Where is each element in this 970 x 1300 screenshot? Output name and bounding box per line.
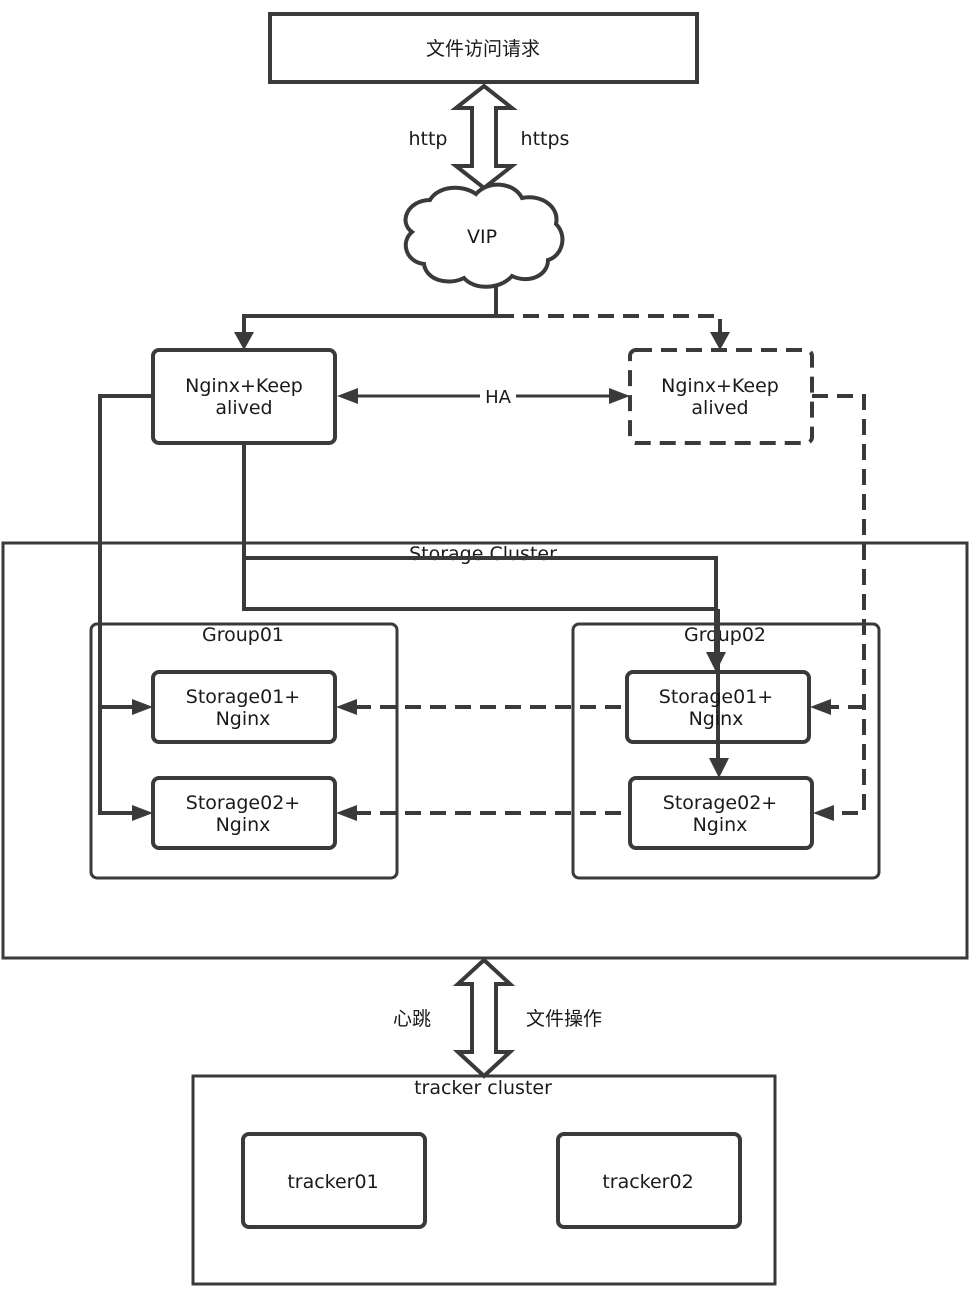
primary-to-g2-lower-connector (242, 443, 718, 611)
arrow-left-icon (336, 805, 357, 821)
primary-lb-line1: Nginx+Keep (185, 375, 303, 397)
g1-storage01-node: Storage01+ Nginx (151, 670, 337, 744)
backup-trunk-connector (812, 394, 866, 815)
arrow-down-icon (709, 758, 729, 778)
tracker-double-arrow (452, 957, 516, 1079)
tracker01-node: tracker01 (241, 1132, 427, 1229)
arrow-left-icon (337, 388, 358, 404)
g1-storage02-line1: Storage02+ (186, 792, 300, 814)
group01-label: Group01 (202, 624, 284, 646)
g2-storage01-line1: Storage01+ (659, 686, 773, 708)
request-box (268, 12, 699, 84)
primary-nginx-keepalived-node: Nginx+Keep alived (151, 348, 337, 445)
tracker02-label: tracker02 (602, 1171, 693, 1193)
g2-storage02-line2: Nginx (693, 814, 748, 836)
g1-storage02-node: Storage02+ Nginx (151, 776, 337, 850)
group02-label: Group02 (684, 624, 766, 646)
g2-storage02-node: Storage02+ Nginx (628, 776, 814, 850)
g2-storage02-line1: Storage02+ (663, 792, 777, 814)
double-arrow-icon (452, 957, 516, 1079)
primary-to-g2-storage01-connector (244, 556, 718, 652)
group02-container (571, 622, 881, 880)
backup-lb-line2: alived (691, 397, 748, 419)
group01-container (89, 622, 399, 880)
primary-to-g1-storage02-connector (98, 394, 153, 815)
tracker-cluster-container (191, 1074, 777, 1286)
g2-storage01-node: Storage01+ Nginx (625, 670, 811, 744)
vip-to-primary-connector (242, 284, 498, 340)
tracker01-box (241, 1132, 427, 1229)
arrow-left-icon (810, 699, 831, 715)
protocol-https-label: https (521, 128, 570, 150)
g1-storage01-line1: Storage01+ (186, 686, 300, 708)
g2-storage02-box (628, 776, 814, 850)
double-arrow-icon (450, 83, 518, 191)
tracker02-node: tracker02 (556, 1132, 742, 1229)
primary-lb-line2: alived (215, 397, 272, 419)
tracker-cluster-label: tracker cluster (414, 1077, 552, 1099)
vip-cloud-node: VIP (403, 182, 565, 289)
g2-storage01-box (625, 670, 811, 744)
storage-cluster-container (1, 541, 969, 960)
arrow-left-icon (813, 805, 834, 821)
tracker01-label: tracker01 (287, 1171, 378, 1193)
tracker02-box (556, 1132, 742, 1229)
http-double-arrow (450, 83, 518, 191)
g2-storage01-line2: Nginx (689, 708, 744, 730)
backup-nginx-keepalived-node: Nginx+Keep alived (628, 348, 814, 445)
storage-cluster-label: Storage Cluster (409, 543, 557, 565)
file-access-request-node: 文件访问请求 (268, 12, 699, 84)
backup-lb-line1: Nginx+Keep (661, 375, 779, 397)
file-operation-label: 文件操作 (526, 1008, 602, 1030)
g1-storage02-box (151, 776, 337, 850)
vip-to-backup-connector (498, 314, 722, 340)
vip-label: VIP (467, 226, 497, 248)
arrow-right-icon (132, 699, 153, 715)
g1-storage02-line2: Nginx (216, 814, 271, 836)
heartbeat-label: 心跳 (393, 1008, 431, 1030)
arrow-left-icon (336, 699, 357, 715)
g1-storage01-box (151, 670, 337, 744)
cloud-icon (403, 182, 565, 289)
protocol-http-label: http (408, 128, 447, 150)
arrow-right-icon (609, 388, 630, 404)
g1-storage01-line2: Nginx (216, 708, 271, 730)
arrow-down-icon (234, 332, 254, 350)
arrow-right-icon (132, 805, 153, 821)
backup-lb-box (628, 348, 814, 445)
arrow-down-icon (710, 332, 730, 350)
ha-label: HA (485, 387, 512, 408)
request-label: 文件访问请求 (426, 38, 540, 60)
